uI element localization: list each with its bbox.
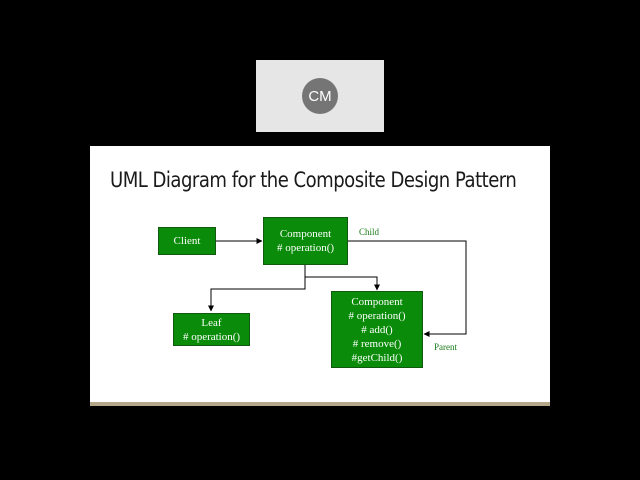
leaf-method: # operation() [182, 330, 241, 343]
edge-label-child: Child [359, 227, 380, 237]
avatar-card: CM [256, 60, 384, 132]
edge-child-parent [348, 240, 467, 337]
edge-component-leaf [208, 265, 306, 312]
component-box: Component # operation() [263, 217, 348, 265]
composite-method: #getChild() [351, 351, 403, 364]
leaf-name: Leaf [201, 316, 222, 329]
composite-box: Component # operation() # add() # remove… [331, 291, 423, 368]
slide-title: UML Diagram for the Composite Design Pat… [110, 168, 517, 192]
component-method: # operation() [276, 242, 335, 254]
edge-label-parent: Parent [434, 342, 457, 352]
avatar: CM [302, 78, 338, 114]
slide-bottom-bar [90, 402, 550, 406]
diagram-connectors [208, 238, 467, 337]
composite-name: Component [351, 295, 403, 308]
client-name: Client [173, 235, 201, 247]
composite-method: # add() [361, 323, 393, 336]
composite-method: # remove() [352, 337, 402, 350]
client-box: Client [158, 227, 216, 255]
leaf-box: Leaf # operation() [173, 313, 250, 346]
composite-method: # operation() [348, 309, 406, 322]
slide: UML Diagram for the Composite Design Pat… [90, 146, 550, 402]
edge-component-composite [304, 265, 380, 291]
component-name: Component [279, 228, 332, 240]
